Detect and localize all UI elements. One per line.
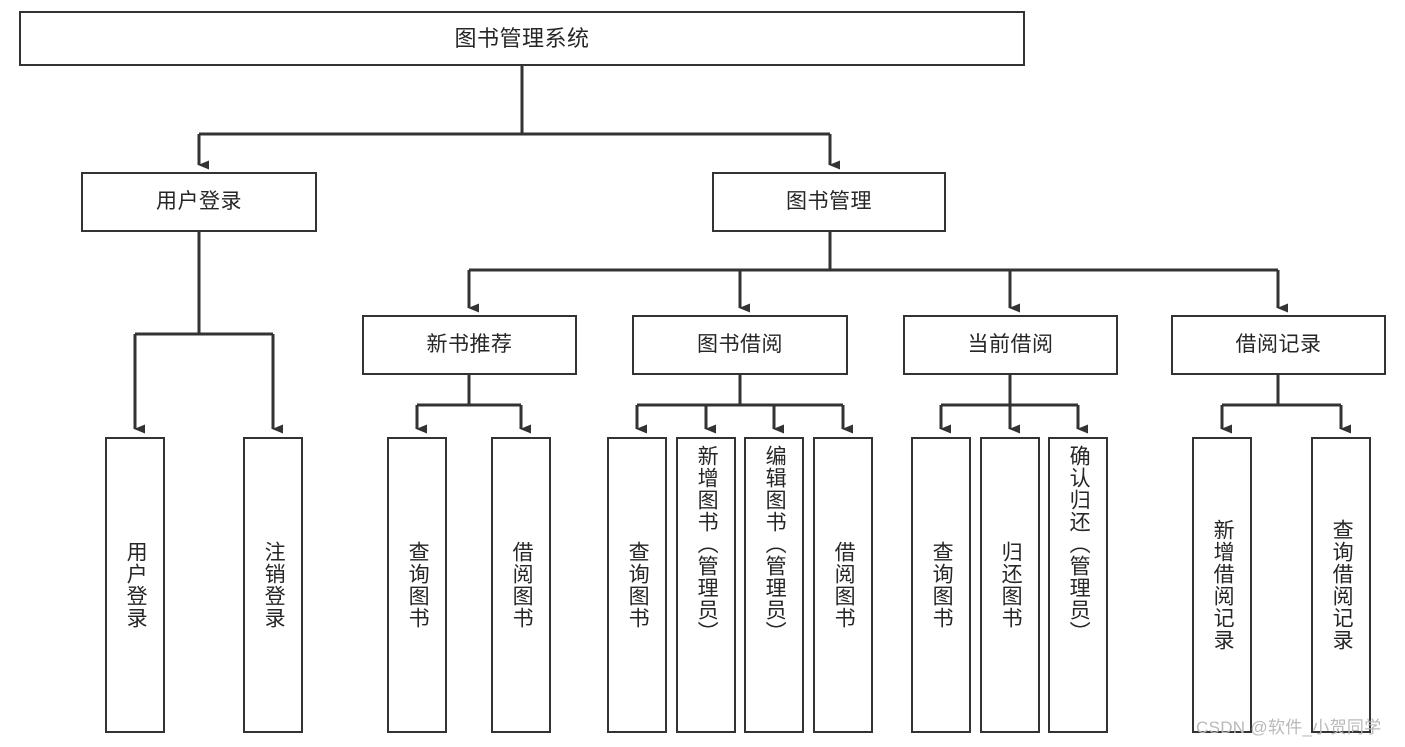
leaf-borrow-book[interactable]: 借阅图书: [813, 437, 873, 733]
node-label: 注销登录: [262, 541, 286, 629]
node-label: 借阅记录: [1235, 332, 1322, 356]
leaf-borrow-book-recommend[interactable]: 借阅图书: [491, 437, 551, 733]
node-borrow-records[interactable]: 借阅记录: [1171, 315, 1386, 375]
node-label: 当前借阅: [967, 332, 1054, 356]
node-label: 借阅图书: [510, 541, 534, 629]
node-book-borrow[interactable]: 图书借阅: [632, 315, 848, 375]
leaf-confirm-return-admin[interactable]: 确认归还（管理员）: [1048, 437, 1108, 733]
leaf-query-book-borrow[interactable]: 查询图书: [607, 437, 667, 733]
node-label: 图书管理系统: [454, 25, 590, 51]
node-book-management[interactable]: 图书管理: [712, 172, 946, 232]
node-new-book-recommend[interactable]: 新书推荐: [362, 315, 577, 375]
node-label: 借阅图书: [832, 541, 856, 629]
leaf-logout[interactable]: 注销登录: [243, 437, 303, 733]
node-label: 新增借阅记录: [1211, 519, 1235, 651]
node-label: 编辑图书（管理员）: [763, 445, 787, 643]
leaf-query-book-current[interactable]: 查询图书: [911, 437, 971, 733]
node-current-borrow[interactable]: 当前借阅: [903, 315, 1118, 375]
node-label: 查询图书: [406, 541, 430, 629]
csdn-watermark: CSDN @软件_小贺同学: [1196, 718, 1382, 737]
leaf-add-book-admin[interactable]: 新增图书（管理员）: [676, 437, 736, 733]
leaf-query-book-recommend[interactable]: 查询图书: [387, 437, 447, 733]
node-label: 查询图书: [930, 541, 954, 629]
node-label: 归还图书: [999, 541, 1023, 629]
leaf-edit-book-admin[interactable]: 编辑图书（管理员）: [744, 437, 804, 733]
node-user-login[interactable]: 用户登录: [81, 172, 317, 232]
node-label: 确认归还（管理员）: [1067, 445, 1091, 643]
node-label: 用户登录: [156, 189, 242, 213]
leaf-user-login[interactable]: 用户登录: [105, 437, 165, 733]
node-label: 新书推荐: [426, 332, 513, 356]
leaf-add-borrow-record[interactable]: 新增借阅记录: [1192, 437, 1252, 733]
node-label: 用户登录: [124, 541, 148, 629]
node-label: 查询图书: [626, 541, 650, 629]
node-label: 查询借阅记录: [1330, 519, 1354, 651]
leaf-query-borrow-record[interactable]: 查询借阅记录: [1311, 437, 1371, 733]
node-label: 图书管理: [786, 189, 872, 213]
node-label: 新增图书（管理员）: [695, 445, 719, 643]
leaf-return-book[interactable]: 归还图书: [980, 437, 1040, 733]
node-label: 图书借阅: [697, 332, 783, 356]
node-root-system[interactable]: 图书管理系统: [19, 11, 1025, 66]
